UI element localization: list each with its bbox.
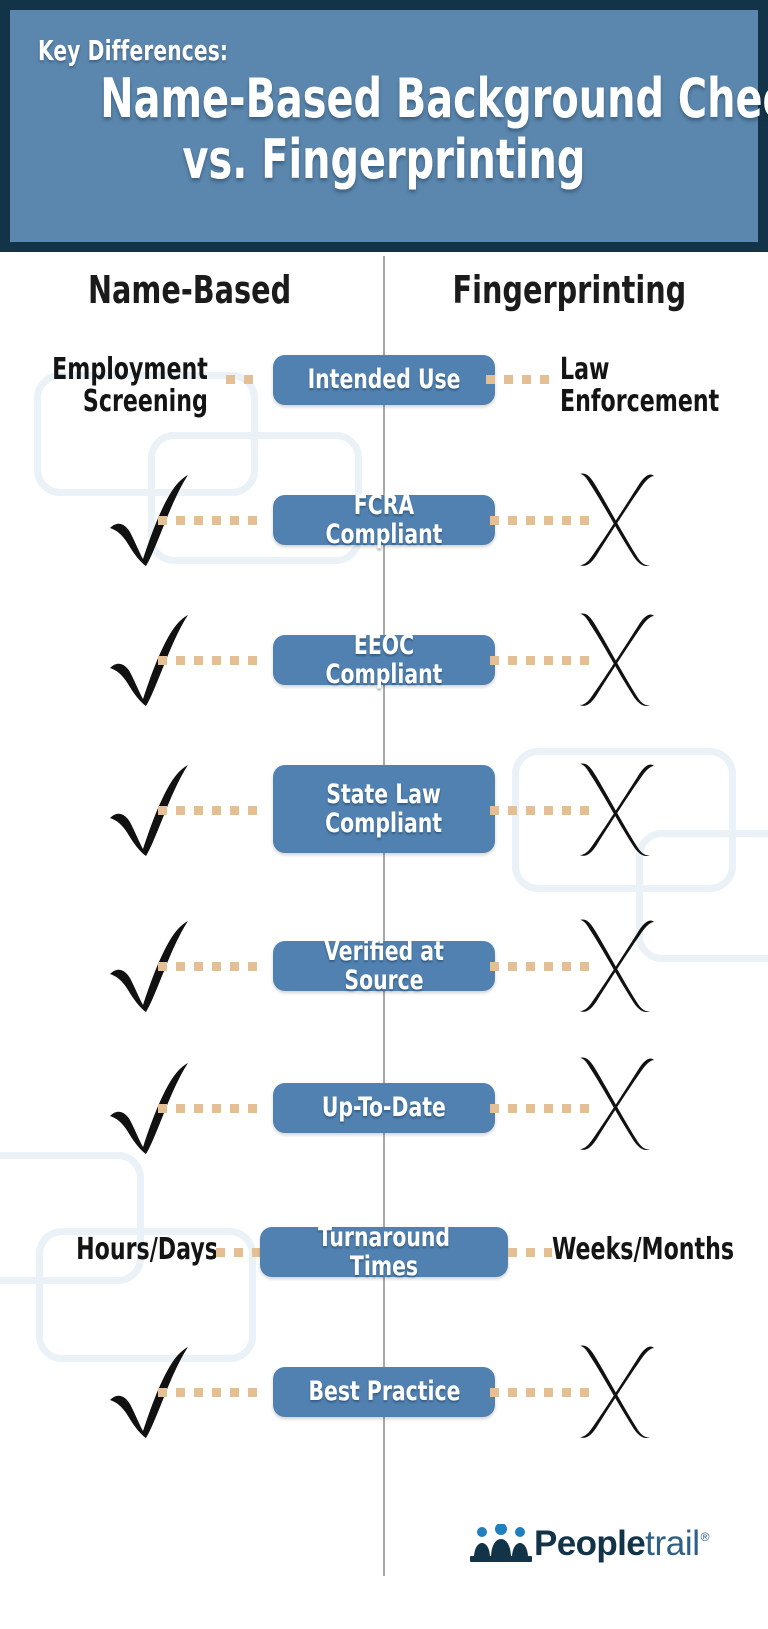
row-criterion-pill[interactable]: Best Practice	[273, 1367, 495, 1417]
connector-dots-right	[490, 516, 590, 525]
x-mark-icon	[562, 1334, 672, 1444]
column-header-fingerprinting: Fingerprinting	[452, 268, 686, 312]
header-title-line-1: Name-Based Background Checks	[100, 67, 768, 131]
header-banner: Key Differences: Name-Based Background C…	[0, 0, 768, 252]
x-mark-icon	[562, 752, 672, 862]
row-criterion-label: Turnaround Times	[317, 1221, 451, 1282]
row-criterion-label: Verified at Source	[324, 935, 444, 996]
connector-dots-right	[490, 1104, 590, 1113]
check-mark-icon	[96, 752, 206, 862]
row-criterion-pill[interactable]: State Law Compliant	[273, 765, 495, 853]
row-criterion-pill[interactable]: Up-To-Date	[273, 1083, 495, 1133]
registered-mark-icon: ®	[700, 1529, 710, 1544]
x-mark-icon	[562, 908, 672, 1018]
row-left-value: Employment Screening	[52, 352, 208, 419]
row-right-value: Weeks/Months	[552, 1232, 735, 1267]
check-mark-icon	[96, 462, 206, 572]
row-criterion-label: FCRA Compliant	[325, 489, 443, 550]
row-criterion-label: State Law Compliant	[325, 778, 443, 839]
row-left-value: Hours/Days	[76, 1232, 218, 1267]
check-mark-icon	[96, 908, 206, 1018]
comparison-body: Name-Based Fingerprinting Employment Scr…	[0, 252, 768, 1629]
three-people-icon	[470, 1524, 532, 1562]
x-mark-icon	[562, 1046, 672, 1156]
header-title: Name-Based Background Checks vs. Fingerp…	[38, 67, 768, 192]
connector-dots-left	[216, 1248, 260, 1257]
connector-dots-right	[486, 375, 554, 384]
row-criterion-pill[interactable]: EEOC Compliant	[273, 631, 495, 689]
row-right-value: Law Enforcement	[560, 352, 720, 419]
connector-dots-right	[490, 962, 590, 971]
row-criterion-pill[interactable]: Verified at Source	[273, 937, 495, 995]
connector-dots-left	[158, 1388, 258, 1397]
row-criterion-label: Up-To-Date	[321, 1092, 447, 1124]
header-title-line-2: vs. Fingerprinting	[182, 128, 586, 192]
row-criterion-label: Intended Use	[307, 364, 461, 396]
check-mark-icon	[96, 1050, 206, 1160]
x-mark-icon	[562, 602, 672, 712]
connector-dots-left	[158, 656, 258, 665]
row-criterion-label: EEOC Compliant	[325, 629, 443, 690]
logo-brand-light: trail	[645, 1523, 700, 1563]
center-divider	[383, 256, 385, 1576]
row-criterion-pill[interactable]: FCRA Compliant	[273, 491, 495, 549]
column-header-name-based: Name-Based	[88, 268, 292, 312]
connector-dots-right	[508, 1248, 552, 1257]
connector-dots-right	[490, 1388, 590, 1397]
connector-dots-left	[158, 1104, 258, 1113]
logo-brand-bold: People	[534, 1523, 646, 1563]
row-criterion-pill[interactable]: Intended Use	[273, 355, 495, 405]
row-criterion-pill[interactable]: Turnaround Times	[260, 1223, 508, 1281]
connector-dots-left	[158, 962, 258, 971]
row-criterion-label: Best Practice	[308, 1376, 460, 1408]
check-mark-icon	[96, 1334, 206, 1444]
connector-dots-left	[158, 806, 258, 815]
header-inner-panel: Key Differences: Name-Based Background C…	[10, 10, 768, 242]
check-mark-icon	[96, 602, 206, 712]
connector-dots-right	[490, 656, 590, 665]
connector-dots-right	[490, 806, 590, 815]
connector-dots-left	[158, 516, 258, 525]
header-kicker: Key Differences:	[38, 34, 229, 67]
x-mark-icon	[562, 462, 672, 572]
connector-dots-left	[226, 375, 262, 384]
